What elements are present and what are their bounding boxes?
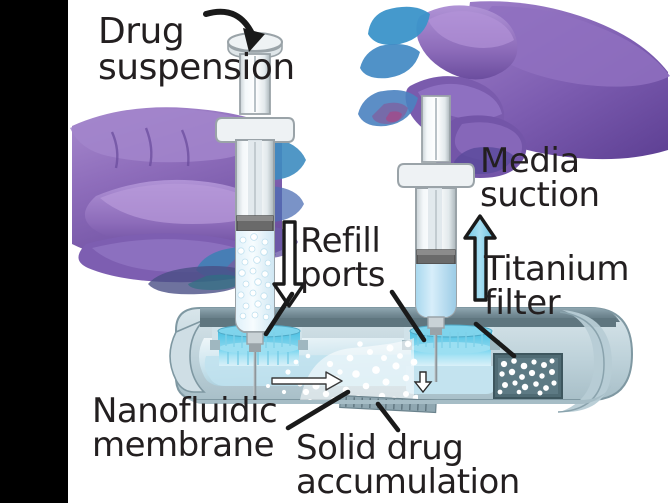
gloved-right-hand [358, 1, 670, 178]
leader-solid-drug [375, 401, 401, 433]
label-media-suction: Media suction [480, 141, 600, 215]
curved-arrow-to-plunger-icon [203, 8, 265, 52]
media-inflow-arrow-icon [413, 371, 433, 394]
left-black-band [0, 0, 68, 503]
leader-lines [263, 289, 517, 433]
label-refill-ports: Refill ports [300, 221, 385, 295]
label-drug-suspension: Drug suspension [98, 11, 295, 88]
media-suction-syringe [397, 95, 475, 382]
titanium-filter [493, 353, 563, 399]
implant-device [169, 307, 634, 414]
media-up-arrow-icon [463, 214, 497, 302]
leader-titanium-filter [473, 321, 517, 359]
label-nanofluidic-membrane: Nanofluidic membrane [92, 391, 278, 465]
refill-port-right [402, 324, 500, 394]
label-titanium-filter: Titanium filter [484, 249, 630, 323]
drug-suspension-syringe [215, 32, 295, 400]
drug-flow-arrow-icon [271, 371, 343, 391]
refill-down-arrow-icon [272, 220, 306, 308]
leader-refill-right [389, 289, 427, 343]
label-solid-drug-accumulation: Solid drug accumulation [296, 428, 520, 502]
leader-refill-left [263, 291, 295, 337]
leader-nanofluidic-membrane [285, 389, 351, 431]
